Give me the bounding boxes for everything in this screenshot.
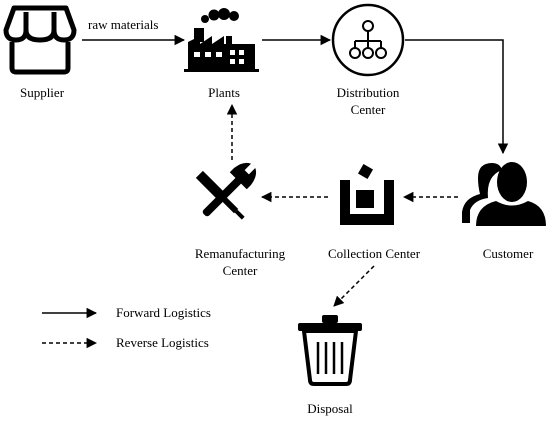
storefront-icon <box>3 5 77 75</box>
remanufacturing-center-label-line2: Center <box>222 263 258 278</box>
plants-label: Plants <box>208 85 240 100</box>
trash-can-icon <box>298 315 362 386</box>
arrow-collection-to-disposal <box>333 265 375 307</box>
collection-bin-icon <box>340 163 394 225</box>
raw-materials-label: raw materials <box>88 17 159 32</box>
wrench-screwdriver-icon <box>195 162 257 220</box>
legend-forward-label: Forward Logistics <box>116 305 211 320</box>
supplier-label: Supplier <box>19 85 65 100</box>
factory-icon <box>184 8 259 72</box>
hierarchy-network-icon <box>331 3 405 77</box>
disposal-label: Disposal <box>307 401 353 416</box>
reverse-arrows <box>226 103 458 307</box>
legend-reverse-label: Reverse Logistics <box>116 335 209 350</box>
forward-arrows <box>82 34 509 155</box>
arrow-distribution-to-customer <box>405 39 509 155</box>
user-silhouette-icon <box>462 162 546 226</box>
distribution-center-label-line2: Center <box>350 102 386 117</box>
customer-label: Customer <box>482 246 534 261</box>
distribution-center-label-line1: Distribution <box>336 85 400 100</box>
remanufacturing-center-label-line1: Remanufacturing <box>194 246 286 261</box>
collection-center-label: Collection Center <box>327 246 421 261</box>
